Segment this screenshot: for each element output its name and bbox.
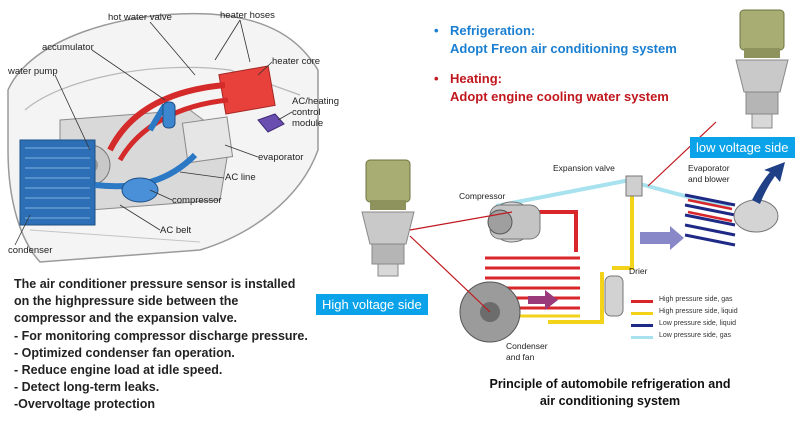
- refrigeration-title: Refrigeration:: [450, 23, 536, 38]
- label-ac-line: AC line: [225, 172, 256, 183]
- description-line: -Overvoltage protection: [14, 397, 155, 412]
- bullet-icon: •: [434, 71, 439, 86]
- legend-item: High pressure side, gas: [631, 296, 738, 308]
- compressor-unit: [487, 201, 541, 243]
- legend-item: Low pressure side, gas: [631, 332, 738, 344]
- description-line: - Optimized condenser fan operation.: [14, 345, 235, 360]
- system-list: • Refrigeration: Adopt Freon air conditi…: [432, 22, 677, 118]
- heating-item: • Heating: Adopt engine cooling water sy…: [432, 70, 677, 106]
- legend-item: Low pressure side, liquid: [631, 320, 738, 332]
- low-voltage-tag: low voltage side: [690, 137, 795, 158]
- description-line: compressor and the expansion valve.: [14, 311, 237, 326]
- car-ac-illustration: [7, 12, 319, 263]
- low-pressure-sensor: [735, 9, 789, 129]
- label-condenser-fan: Condenser and fan: [506, 341, 548, 362]
- label-ac-belt: AC belt: [160, 225, 192, 236]
- refrigeration-detail: Adopt Freon air conditioning system: [450, 41, 677, 56]
- label-heater-hoses: heater hoses: [220, 10, 275, 21]
- label-evaporator-blower: Evaporator and blower: [688, 163, 730, 184]
- description-line: - Reduce engine load at idle speed.: [14, 363, 223, 378]
- description-line: on the highpressure side between the: [14, 294, 239, 309]
- label-hot-water-valve: hot water valve: [108, 12, 172, 23]
- legend-swatch: [631, 300, 653, 303]
- high-voltage-tag: High voltage side: [316, 294, 428, 315]
- legend-swatch: [631, 312, 653, 315]
- label-drier: Drier: [629, 266, 648, 276]
- heating-detail: Adopt engine cooling water system: [450, 89, 669, 104]
- label-control-module: AC/heating control module: [292, 96, 340, 129]
- label-compressor: compressor: [172, 195, 222, 206]
- diagram-caption: Principle of automobile refrigeration an…: [489, 377, 731, 408]
- legend-swatch: [631, 324, 653, 327]
- legend-item: High pressure side, liquid: [631, 308, 738, 320]
- label-evaporator: evaporator: [258, 152, 304, 163]
- sensor-description: The air conditioner pressure sensor is i…: [14, 276, 354, 414]
- label-compressor-schematic: Compressor: [459, 191, 506, 201]
- refrigeration-item: • Refrigeration: Adopt Freon air conditi…: [432, 22, 677, 58]
- label-condenser: condenser: [8, 245, 53, 256]
- legend-swatch: [631, 336, 653, 339]
- label-expansion-valve: Expansion valve: [553, 163, 615, 173]
- refrigeration-schematic: [361, 9, 789, 343]
- pressure-legend: High pressure side, gas High pressure si…: [631, 296, 738, 344]
- label-accumulator: accumulator: [42, 42, 94, 53]
- bullet-icon: •: [434, 23, 439, 38]
- label-heater-core: heater core: [272, 56, 321, 67]
- description-line: - Detect long-term leaks.: [14, 380, 160, 395]
- description-line: - For monitoring compressor discharge pr…: [14, 328, 308, 343]
- label-water-pump: water pump: [8, 66, 58, 77]
- heating-title: Heating:: [450, 71, 502, 86]
- high-pressure-sensor: [361, 159, 415, 277]
- description-line: The air conditioner pressure sensor is i…: [14, 277, 296, 291]
